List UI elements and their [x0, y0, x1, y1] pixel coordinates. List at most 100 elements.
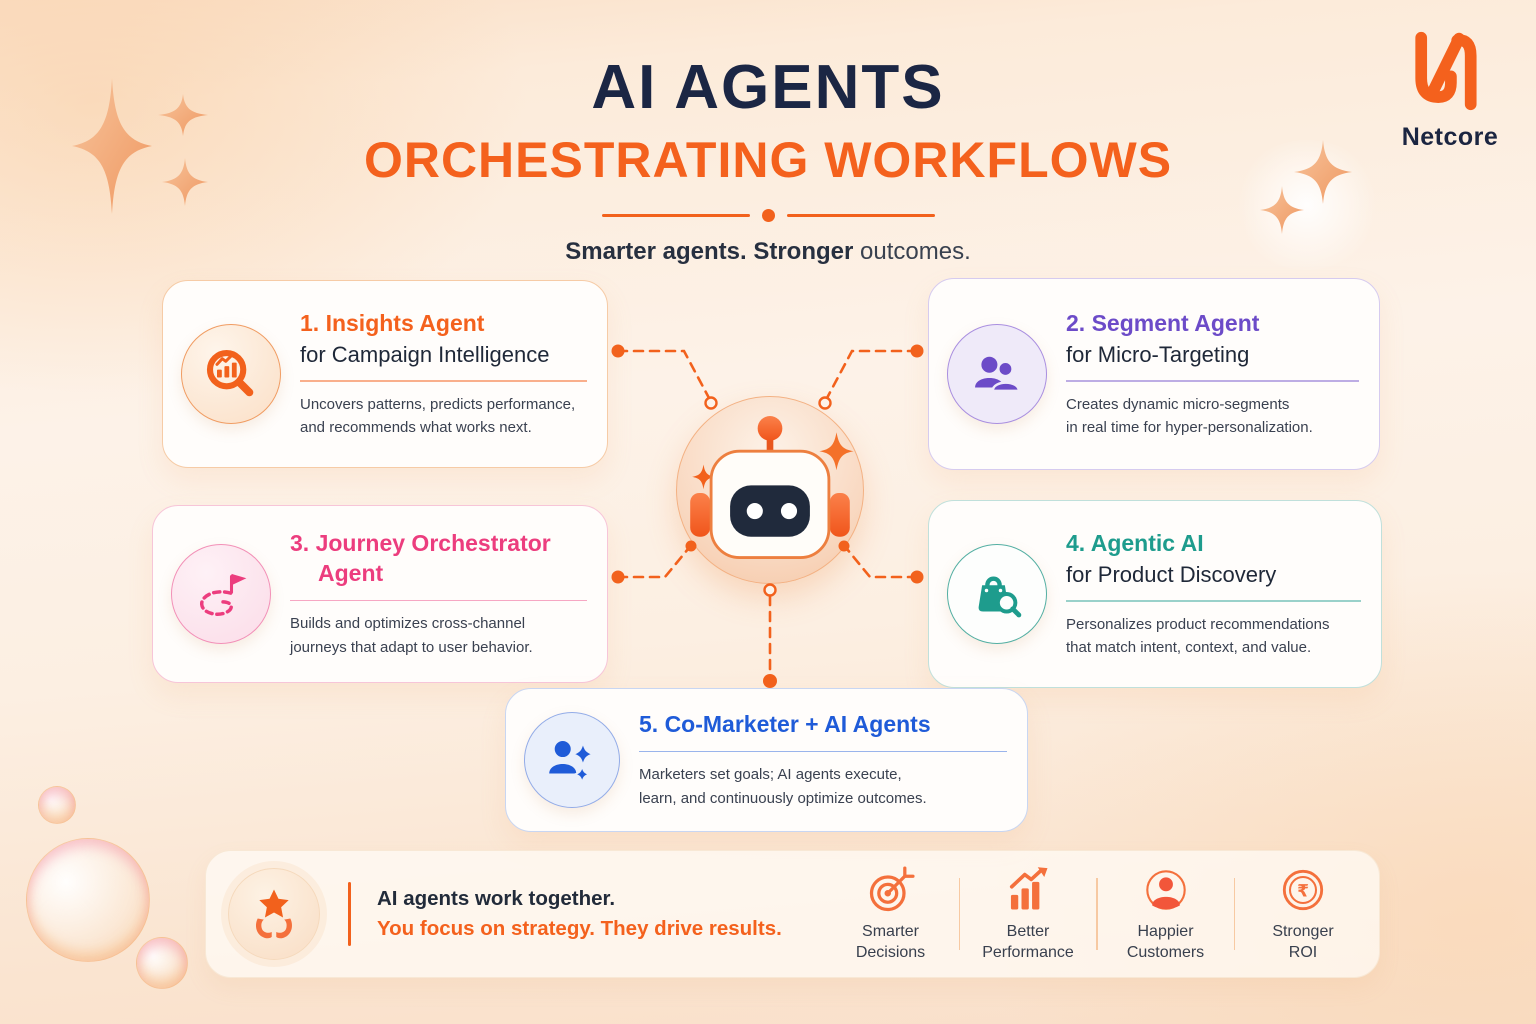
robot-icon [690, 416, 854, 560]
tagline: Smarter agents. Stronger outcomes. [0, 238, 1536, 266]
card-title-line2: Agent [318, 560, 384, 586]
sparkle-glow [1232, 140, 1382, 270]
svg-text:₹: ₹ [1297, 882, 1309, 902]
footer-divider [348, 882, 351, 946]
rupee-coin-icon: ₹ [1282, 870, 1324, 911]
netcore-mark-icon [1415, 31, 1477, 111]
outcome-label-line: Stronger [1272, 923, 1334, 941]
card-agentic-ai: 4. Agentic AI for Product Discovery Pers… [928, 500, 1382, 688]
outcome-label-line: Better [1006, 923, 1050, 941]
outcome-label-line: Happier [1137, 923, 1194, 941]
card-subtitle: for Product Discovery [1066, 561, 1277, 587]
two-users-icon [975, 356, 1021, 393]
card-divider [300, 380, 587, 382]
sparkle-icon [72, 78, 152, 214]
segment-icon-circle [947, 324, 1047, 424]
sparkle-icon [1294, 140, 1352, 204]
page-title: AI AGENTS [591, 53, 945, 122]
sparkle-icon [162, 158, 208, 206]
journey-flag-icon [200, 573, 247, 616]
outcomes: Smarter Decisions Better Performance [833, 864, 1362, 964]
divider-dot-icon [761, 209, 775, 222]
tagline-light: outcomes. [860, 238, 971, 265]
card-segment-agent: 2. Segment Agent for Micro-Targeting Cre… [928, 278, 1380, 470]
outcome-label-line: Decisions [855, 944, 926, 961]
description-line: journeys that adapt to user behavior. [290, 638, 533, 656]
magnifier-chart-icon [206, 349, 254, 397]
outcome-separator [1096, 878, 1098, 950]
outcome-label-line: Customers [1126, 944, 1205, 961]
outcome-separator [1233, 878, 1235, 950]
customer-icon [1145, 870, 1186, 910]
bubble-decoration [136, 937, 188, 989]
card-description: Marketers set goals; AI agents execute, … [639, 763, 1007, 810]
outcome-label: Better Performance [970, 922, 1086, 964]
card-title: 2. Segment Agent [1066, 309, 1260, 336]
header: AI AGENTS ORCHESTRATING WORKFLOWS Smarte… [0, 52, 1536, 266]
journey-icon-circle [171, 544, 271, 644]
statement-line2: You focus on strategy. They drive result… [377, 917, 782, 940]
outcome-happier-customers: Happier Customers [1108, 864, 1224, 964]
card-divider [639, 750, 1007, 753]
card-title: 4. Agentic AI [1066, 529, 1204, 556]
divider-line [601, 214, 750, 217]
sparkle-icon [1260, 186, 1304, 234]
description-line: Builds and optimizes cross-channel [290, 615, 526, 633]
card-divider [290, 599, 587, 602]
card-subtitle: for Micro-Targeting [1066, 341, 1250, 367]
outcome-better-performance: Better Performance [970, 864, 1086, 964]
bubble-decoration [38, 786, 76, 824]
outcome-label-line: Smarter [862, 923, 919, 941]
description-line: in real time for hyper-personalization. [1066, 418, 1313, 436]
footer-bar: AI agents work together. You focus on st… [205, 850, 1380, 978]
card-journey-orchestrator: 3. Journey Orchestrator Agent Builds and… [152, 505, 608, 683]
co-marketer-icon-circle [524, 712, 620, 808]
card-insights-agent: 1. Insights Agent for Campaign Intellige… [162, 280, 608, 468]
outcome-label-line: ROI [1288, 944, 1318, 961]
outcome-label: Stronger ROI [1245, 922, 1361, 964]
footer-statement: AI agents work together. You focus on st… [377, 887, 782, 941]
card-description: Creates dynamic micro-segments in real t… [1066, 393, 1359, 440]
brand-name: Netcore [1401, 123, 1499, 151]
description-line: Personalizes product recommendations [1066, 615, 1330, 633]
card-divider [1066, 600, 1361, 602]
target-arrow-icon [869, 866, 915, 912]
description-line: Uncovers patterns, predicts performance, [300, 395, 576, 413]
footer-icon-circle [228, 868, 320, 960]
card-title: 5. Co-Marketer + AI Agents [639, 711, 931, 738]
header-divider [598, 209, 938, 222]
card-co-marketer: 5. Co-Marketer + AI Agents Marketers set… [505, 688, 1028, 832]
outcome-stronger-roi: ₹ Stronger ROI [1245, 864, 1361, 964]
hands-holding-star-icon [256, 889, 292, 939]
netcore-logo: Netcore [1398, 26, 1502, 152]
user-sparkles-icon [549, 741, 595, 783]
page-subtitle: ORCHESTRATING WORKFLOWS [363, 132, 1173, 188]
outcome-smarter-decisions: Smarter Decisions [833, 864, 949, 964]
card-description: Uncovers patterns, predicts performance,… [300, 393, 587, 440]
description-line: that match intent, context, and value. [1066, 638, 1312, 656]
card-title: 3. Journey Orchestrator [290, 530, 551, 557]
agentic-icon-circle [947, 544, 1047, 644]
outcome-separator [958, 878, 960, 950]
card-subtitle: for Campaign Intelligence [300, 341, 550, 367]
card-title: 1. Insights Agent [300, 309, 485, 336]
outcome-label: Happier Customers [1108, 922, 1224, 964]
description-line: Marketers set goals; AI agents execute, [639, 766, 902, 784]
shopping-bag-search-icon [978, 576, 1022, 618]
card-divider [1066, 380, 1359, 382]
card-description: Builds and optimizes cross-channel journ… [290, 612, 587, 659]
description-line: and recommends what works next. [300, 418, 532, 436]
growth-chart-icon [1009, 867, 1048, 910]
statement-line1: AI agents work together. [377, 887, 616, 910]
card-description: Personalizes product recommendations tha… [1066, 613, 1361, 660]
insights-icon-circle [181, 324, 281, 424]
description-line: learn, and continuously optimize outcome… [639, 789, 927, 807]
outcome-label-line: Performance [982, 944, 1074, 961]
description-line: Creates dynamic micro-segments [1066, 395, 1290, 413]
outcome-label: Smarter Decisions [833, 922, 949, 964]
sparkle-icon [158, 94, 208, 136]
divider-line [786, 214, 935, 217]
tagline-strong: Smarter agents. Stronger [565, 238, 854, 265]
